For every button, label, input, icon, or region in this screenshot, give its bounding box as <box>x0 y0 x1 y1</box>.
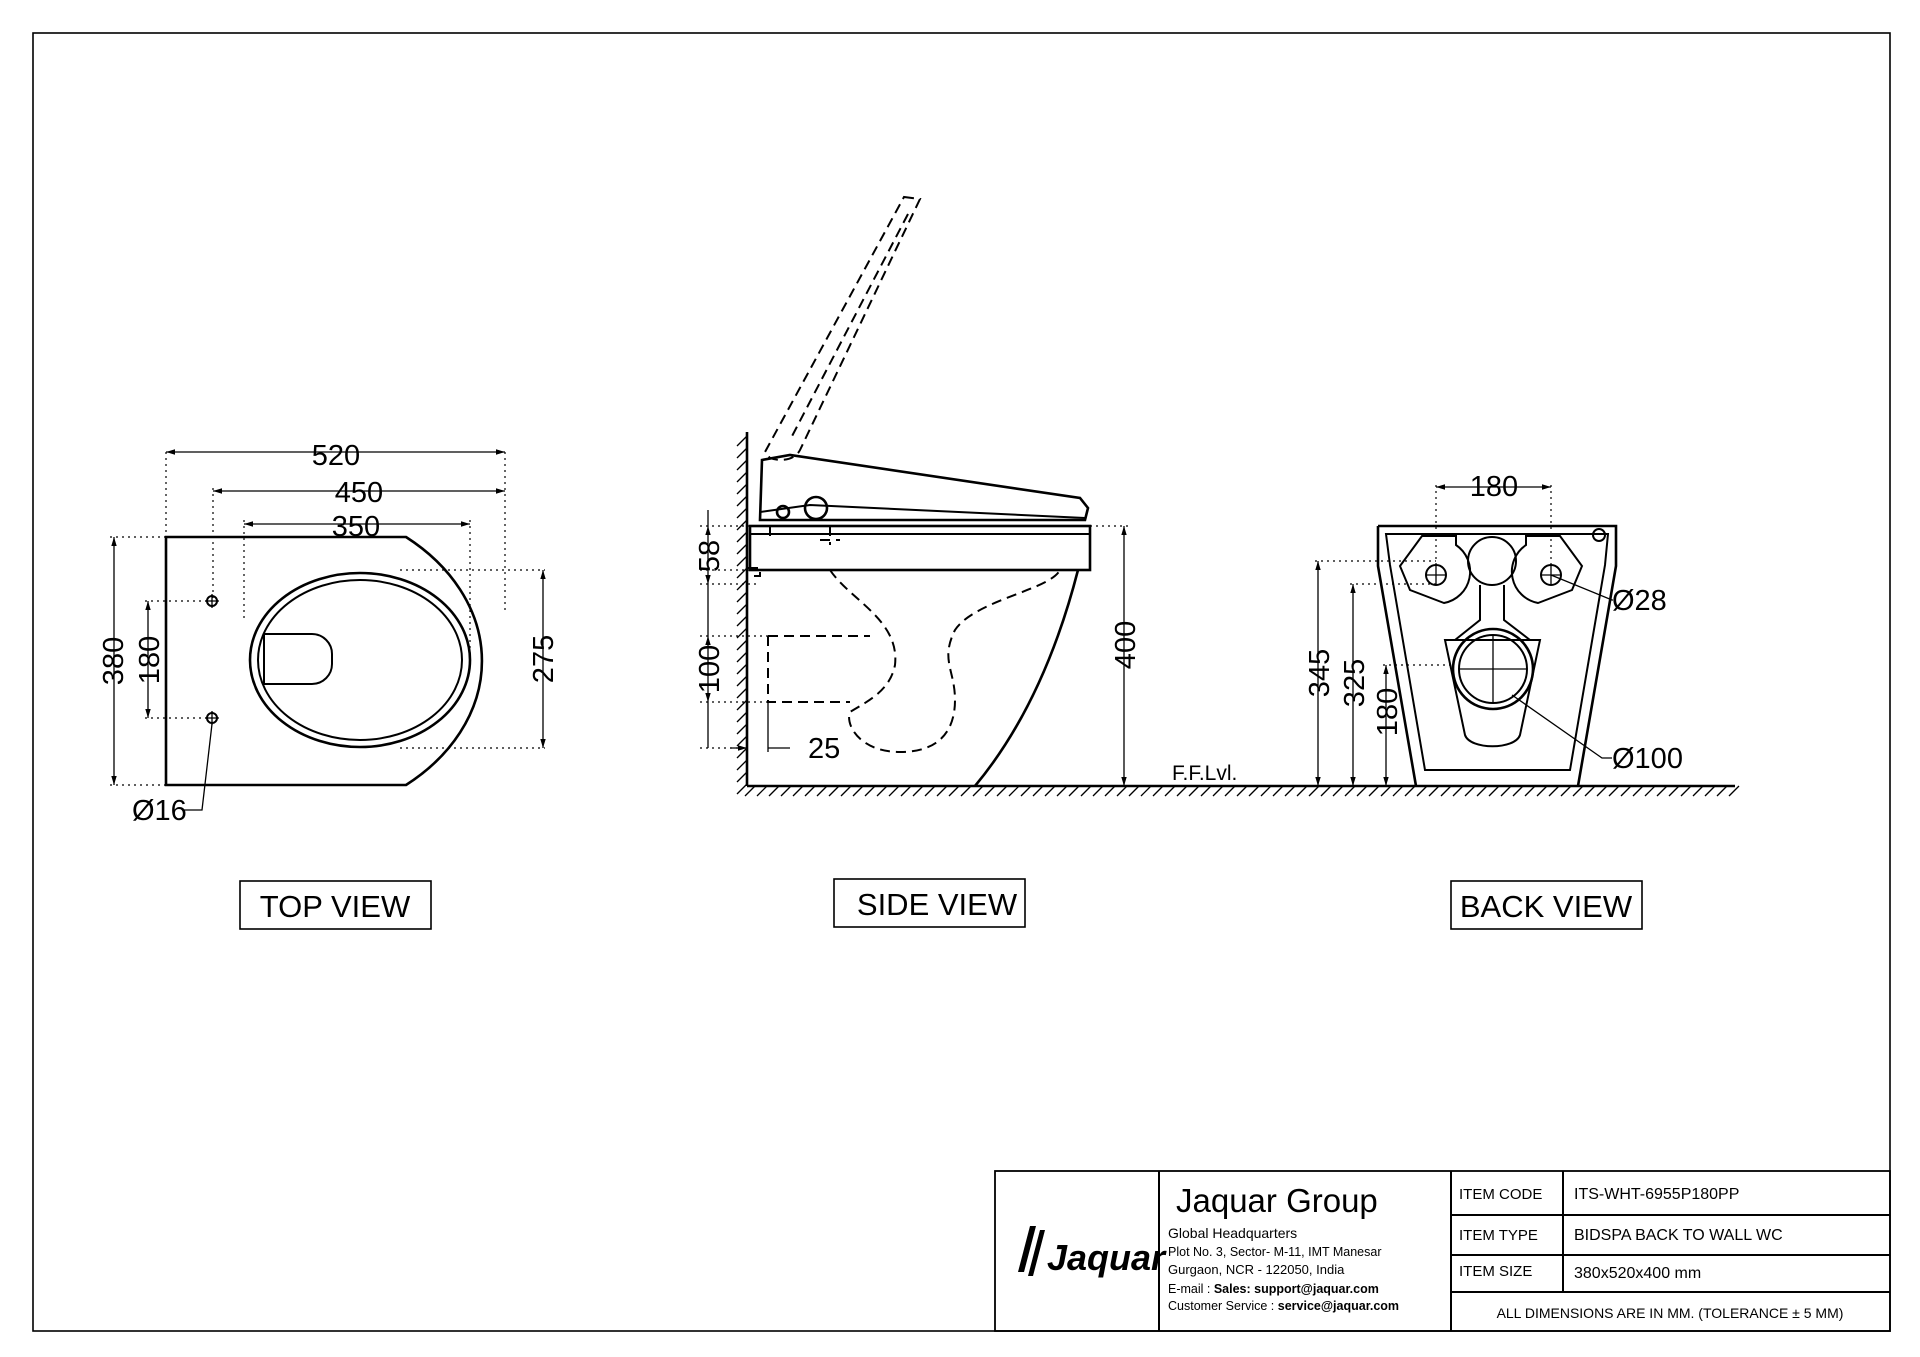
floor-level-label: F.F.Lvl. <box>1172 762 1237 785</box>
address-line-1: Global Headquarters <box>1168 1225 1297 1241</box>
item-size-value: 380x520x400 mm <box>1574 1265 1701 1282</box>
company-name: Jaquar Group <box>1176 1182 1378 1219</box>
dim-180-back-height: 180 <box>1372 688 1404 736</box>
side-trap <box>829 569 1061 754</box>
top-view-bowl-inner <box>257 579 463 741</box>
back-pocket-right <box>1510 535 1584 605</box>
dim-400: 400 <box>1110 621 1142 669</box>
logo-text: Jaquar <box>1047 1237 1167 1278</box>
top-view: 520 450 350 380 180 275 Ø16 TOP VIEW <box>98 440 560 930</box>
dim-dia100: Ø100 <box>1612 743 1683 775</box>
top-view-outline <box>164 535 484 787</box>
email-line: E-mail : Sales: support@jaquar.com <box>1168 1282 1379 1296</box>
title-block: Jaquar Jaquar Group Global Headquarters … <box>994 1170 1891 1332</box>
top-view-label-box <box>239 880 432 930</box>
dim-450: 450 <box>335 477 383 509</box>
jaquar-logo: Jaquar <box>1018 1226 1167 1278</box>
item-code-value: ITS-WHT-6955P180PP <box>1574 1186 1739 1203</box>
service-line: Customer Service : service@jaquar.com <box>1168 1299 1399 1313</box>
dim-180-top: 180 <box>134 636 166 684</box>
dim-25: 25 <box>808 733 840 765</box>
dim-325: 325 <box>1339 659 1371 707</box>
dim-180-back: 180 <box>1470 471 1518 503</box>
dim-dia28: Ø28 <box>1612 585 1667 617</box>
back-view-label-box <box>1450 880 1643 930</box>
dim-100: 100 <box>694 645 726 693</box>
item-type-label: ITEM TYPE <box>1459 1227 1538 1244</box>
top-view-label: TOP VIEW <box>260 889 411 924</box>
side-view-label: SIDE VIEW <box>857 887 1018 922</box>
item-size-label: ITEM SIZE <box>1459 1263 1532 1280</box>
dim-345: 345 <box>1304 649 1336 697</box>
dim-58: 58 <box>694 540 726 572</box>
back-view: 180 Ø28 Ø100 345 325 180 BACK VIEW <box>1304 471 1683 930</box>
back-inlet <box>1467 536 1517 586</box>
dimensions-note: ALL DIMENSIONS ARE IN MM. (TOLERANCE ± 5… <box>1497 1305 1844 1321</box>
drawing-border <box>32 32 1891 1332</box>
side-view-label-box <box>833 878 1026 928</box>
dim-520: 520 <box>312 440 360 472</box>
dim-275: 275 <box>528 635 560 683</box>
item-code-label: ITEM CODE <box>1459 1186 1542 1203</box>
side-bowl-body <box>974 569 1080 787</box>
side-cover-open <box>763 195 922 461</box>
dim-dia16: Ø16 <box>132 795 187 827</box>
address-line-3: Gurgaon, NCR - 122050, India <box>1168 1262 1345 1277</box>
back-outlet <box>1451 627 1535 711</box>
dim-350: 350 <box>332 511 380 543</box>
back-view-body <box>1376 524 1618 787</box>
top-view-flush-outlet <box>263 633 333 685</box>
back-pocket-left <box>1398 535 1472 605</box>
side-rim <box>748 524 1092 572</box>
item-type-value: BIDSPA BACK TO WALL WC <box>1574 1227 1783 1244</box>
dim-380: 380 <box>98 637 130 685</box>
side-view: 58 100 25 400 F.F.Lvl. SIDE VIEW <box>694 195 1740 928</box>
back-view-label: BACK VIEW <box>1460 889 1633 924</box>
top-view-bowl <box>248 571 472 749</box>
address-line-2: Plot No. 3, Sector- M-11, IMT Manesar <box>1168 1245 1382 1259</box>
